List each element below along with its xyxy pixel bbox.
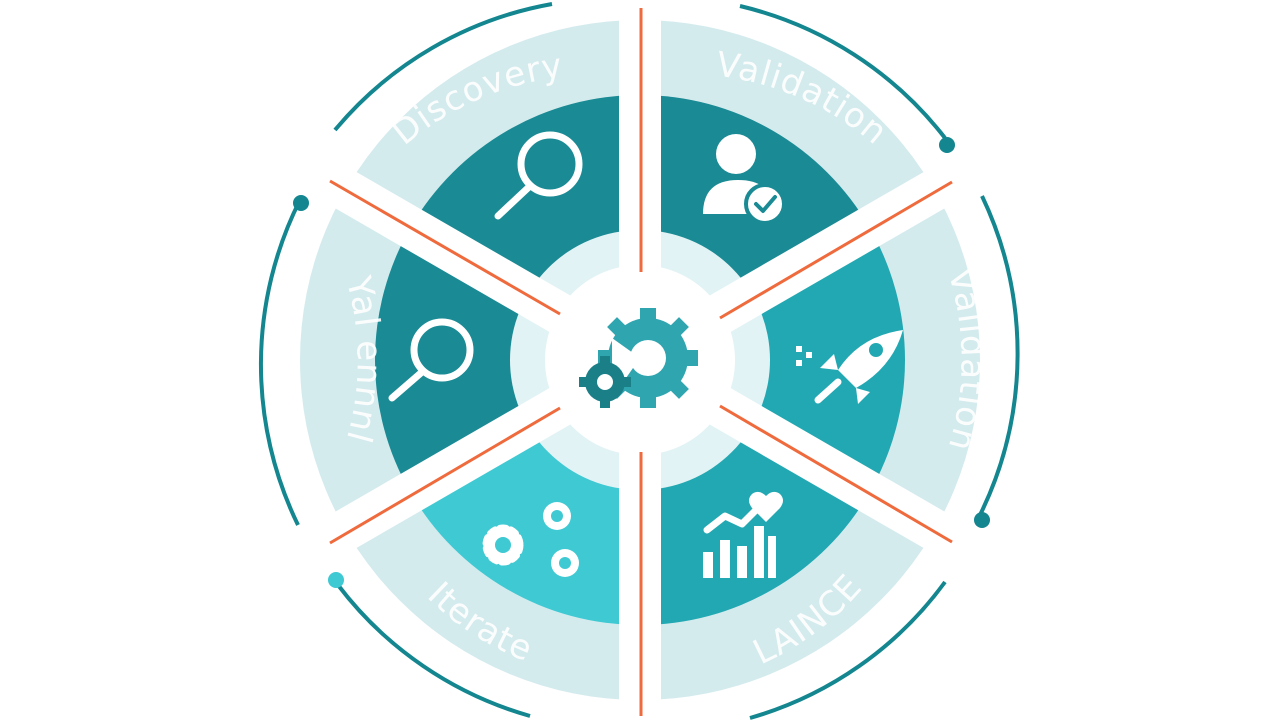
- sector-left: [374, 227, 640, 493]
- orbit-dot: [328, 572, 344, 588]
- orbit-arc-left: [258, 199, 302, 526]
- orbit-arc-bottom-left: [336, 583, 531, 718]
- orbit-dot: [939, 137, 955, 153]
- orbit-arc-top-left: [333, 2, 553, 132]
- orbit-arc-top-right: [739, 4, 947, 140]
- gears-icon: [579, 308, 698, 408]
- orbit-arcs: [258, 2, 1020, 720]
- sector-validation-right: [640, 227, 906, 493]
- orbit-arc-bottom-right: [749, 580, 947, 720]
- magnifier-icon: [388, 318, 474, 402]
- divider-lines: [329, 8, 953, 716]
- gears-icon: [482, 502, 579, 577]
- user-check-icon: [703, 134, 786, 225]
- orbit-dot: [974, 512, 990, 528]
- rocket-icon: [796, 330, 903, 404]
- orbit-dot: [293, 195, 309, 211]
- magnifier-icon: [494, 131, 583, 220]
- orbit-arc-right: [978, 195, 1020, 516]
- bar-chart-heart-icon: [703, 491, 783, 578]
